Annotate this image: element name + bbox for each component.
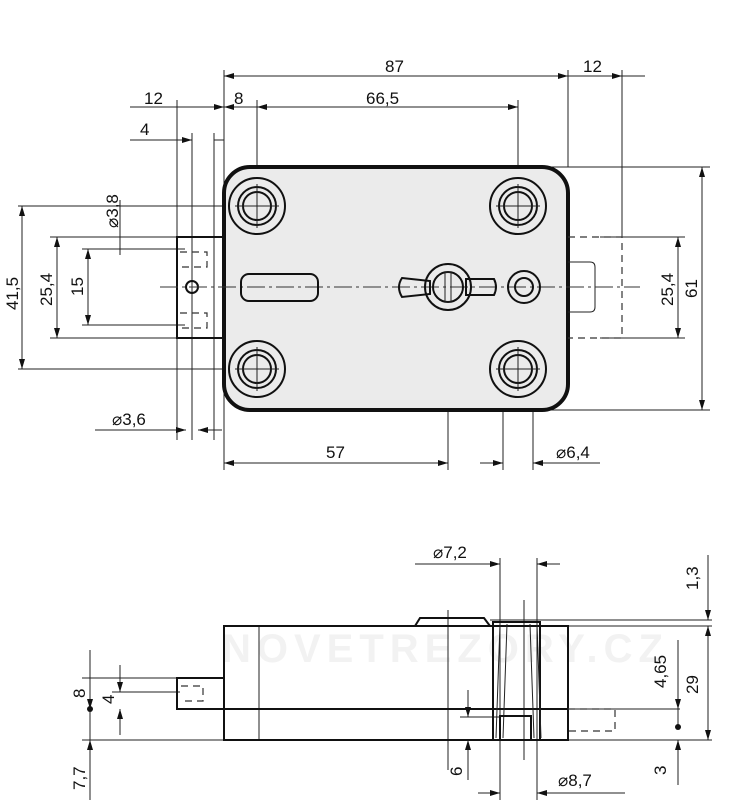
dim-hole-spacing-horizontal: 66,5 xyxy=(366,89,399,108)
dim-stub-height: 8 xyxy=(70,689,89,698)
side-top-bump xyxy=(414,617,491,627)
mounting-hole-bottom-left xyxy=(228,340,286,398)
dim-top-offset: 1,3 xyxy=(683,566,702,590)
dim-bolt-pin-spacing: 15 xyxy=(68,277,87,296)
dim-mount-hole-dia: ⌀6,4 xyxy=(556,443,590,462)
dim-stub-pin: 4 xyxy=(99,695,118,704)
dim-right-bolt-extension: 12 xyxy=(583,57,602,76)
datum-dot-left xyxy=(87,706,93,712)
dim-bolt-height-left: 25,4 xyxy=(37,273,56,306)
dim-outer-dia: ⌀8,7 xyxy=(558,771,592,790)
mounting-hole-top-right xyxy=(489,177,547,235)
side-right-bolt-hidden xyxy=(568,708,616,732)
mounting-hole-bottom-right xyxy=(489,340,547,398)
dim-overall-height: 61 xyxy=(682,279,701,298)
slot xyxy=(240,273,319,302)
side-stub xyxy=(176,677,225,710)
dim-bolt-pin-offset: 4 xyxy=(140,120,149,139)
watermark: NOVETREZORY.CZ xyxy=(222,627,669,671)
bolt-pins-hidden xyxy=(180,251,208,329)
dim-bolt-hole-dia: ⌀3,8 xyxy=(103,194,122,228)
right-bolt-hidden xyxy=(568,236,623,339)
dim-key-depth: 6 xyxy=(447,767,466,776)
side-dimension-lines xyxy=(87,555,711,800)
dimension-lines xyxy=(19,73,705,466)
mounting-holes xyxy=(228,177,547,398)
side-view: ⌀7,2 1,3 4,65 29 3 8 4 7,7 6 ⌀8,7 xyxy=(70,543,712,800)
dim-bottom-offset: 3 xyxy=(651,766,670,775)
dim-stub-bottom: 7,7 xyxy=(70,766,89,790)
dim-bolt-offset: 4,65 xyxy=(651,655,670,688)
dim-overall-width: 87 xyxy=(385,57,404,76)
mounting-hole-top-left xyxy=(228,177,286,235)
dim-left-bolt-extension: 12 xyxy=(144,89,163,108)
side-stub-pin-hidden xyxy=(181,685,204,702)
keyhole xyxy=(398,263,497,311)
small-hole xyxy=(507,270,541,304)
datum-dot-right xyxy=(675,724,681,730)
dim-overall-depth: 29 xyxy=(683,675,702,694)
dim-pin-dia: ⌀3,6 xyxy=(112,410,146,429)
dim-hole-offset: 8 xyxy=(234,89,243,108)
front-view: 87 12 12 8 66,5 4 ⌀3,8 41,5 25,4 15 25,4… xyxy=(3,57,710,470)
dim-bolt-height-right: 25,4 xyxy=(658,273,677,306)
dim-key-center: 57 xyxy=(326,443,345,462)
dim-cylinder-dia: ⌀7,2 xyxy=(433,543,467,562)
dim-hole-spacing-vertical: 41,5 xyxy=(3,277,22,310)
side-cylinder xyxy=(492,621,542,741)
